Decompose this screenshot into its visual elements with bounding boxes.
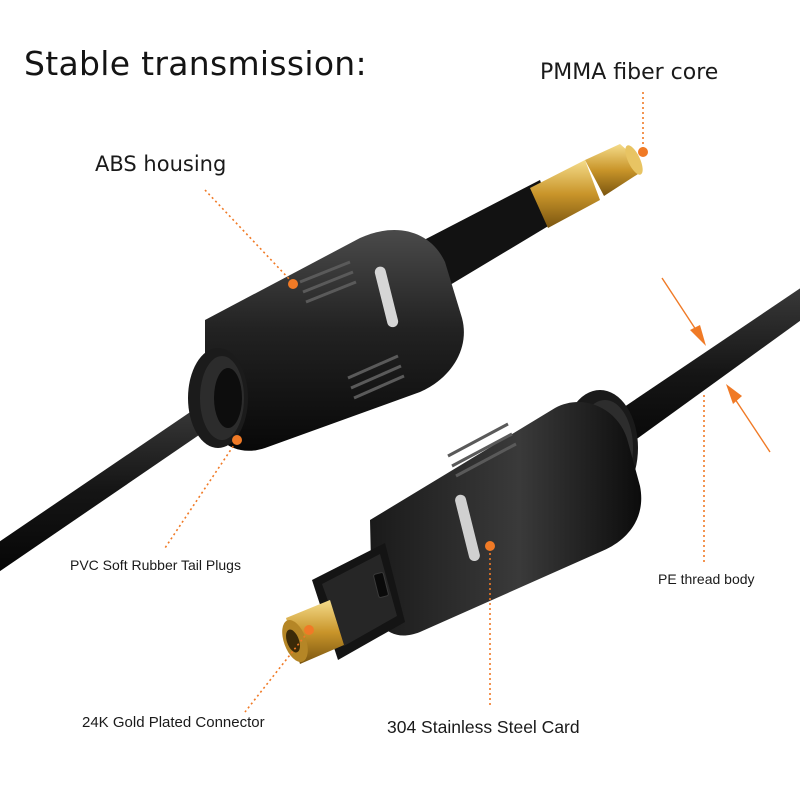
gold-tip bbox=[282, 600, 344, 664]
callout-lines bbox=[164, 92, 705, 713]
pvc-leader bbox=[164, 441, 237, 549]
label-gold-connector: 24K Gold Plated Connector bbox=[82, 714, 265, 731]
gold-leader bbox=[244, 631, 309, 713]
pvc-dot bbox=[232, 435, 242, 445]
pmma-dot bbox=[638, 147, 648, 157]
page-heading: Stable transmission: bbox=[24, 44, 367, 83]
label-steel-card: 304 Stainless Steel Card bbox=[387, 717, 580, 737]
steel-dot bbox=[485, 541, 495, 551]
top-connector-housing bbox=[205, 230, 464, 451]
pvc-tail-ring bbox=[188, 348, 248, 448]
diameter-indicator bbox=[661, 277, 771, 453]
right-cable bbox=[590, 288, 800, 462]
label-pvc-tail-plugs: PVC Soft Rubber Tail Plugs bbox=[70, 557, 241, 573]
label-abs-housing: ABS housing bbox=[95, 152, 227, 176]
abs-dot bbox=[288, 279, 298, 289]
callout-dots bbox=[232, 147, 648, 635]
label-pe-thread-body: PE thread body bbox=[658, 571, 755, 587]
left-cable bbox=[0, 402, 218, 572]
gold-mini-plug bbox=[530, 144, 643, 228]
label-pmma-fiber-core: PMMA fiber core bbox=[540, 60, 719, 85]
abs-leader bbox=[204, 189, 293, 283]
bottom-connector-housing bbox=[370, 390, 642, 636]
gold-dot bbox=[304, 625, 314, 635]
